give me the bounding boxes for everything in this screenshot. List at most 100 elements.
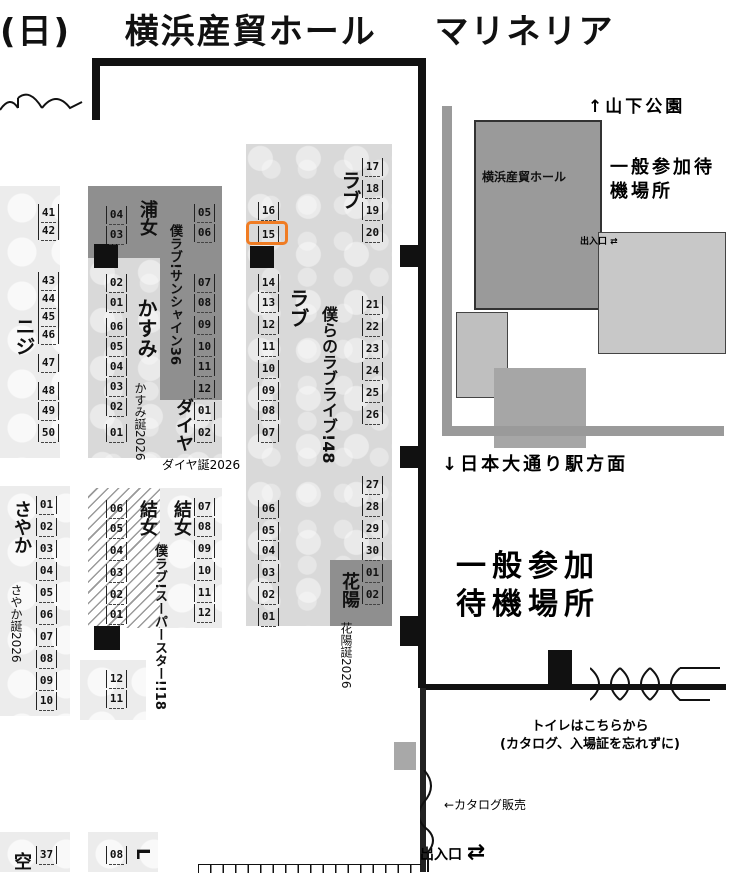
space-number[interactable]: 01: [258, 608, 279, 627]
space-number[interactable]: 11: [106, 690, 127, 709]
space-number[interactable]: 41: [38, 204, 59, 223]
space-number[interactable]: 48: [38, 382, 59, 401]
space-number[interactable]: 03: [36, 540, 57, 559]
space-number[interactable]: 16: [258, 202, 279, 221]
space-number[interactable]: 12: [194, 380, 215, 399]
space-number[interactable]: 11: [194, 358, 215, 377]
space-number[interactable]: 03: [258, 564, 279, 583]
toilet-notice: トイレはこちらから (カタログ、入場証を忘れずに): [470, 718, 710, 754]
block-l: [88, 832, 158, 872]
space-number[interactable]: 47: [38, 354, 59, 373]
space-number[interactable]: 08: [106, 846, 127, 865]
space-number[interactable]: 05: [258, 522, 279, 541]
space-number[interactable]: 18: [362, 180, 383, 199]
space-number[interactable]: 01: [106, 294, 127, 313]
space-number[interactable]: 50: [38, 424, 59, 443]
space-number[interactable]: 37: [36, 846, 57, 865]
space-number[interactable]: 28: [362, 498, 383, 517]
space-number[interactable]: 04: [106, 206, 127, 225]
selected-space-highlight[interactable]: [246, 221, 288, 245]
space-number[interactable]: 44: [38, 290, 59, 309]
space-number[interactable]: 12: [258, 316, 279, 335]
space-number[interactable]: 09: [258, 382, 279, 401]
space-number[interactable]: 25: [362, 384, 383, 403]
space-number[interactable]: 07: [194, 274, 215, 293]
catalog-sales-label: ←カタログ販売: [444, 798, 527, 812]
space-number[interactable]: 04: [36, 562, 57, 581]
bottom-table-row: [198, 864, 421, 873]
space-number[interactable]: 04: [258, 542, 279, 561]
space-number[interactable]: 02: [362, 586, 383, 605]
space-number[interactable]: 06: [106, 500, 127, 519]
space-number[interactable]: 05: [194, 204, 215, 223]
space-number[interactable]: 27: [362, 476, 383, 495]
space-number[interactable]: 10: [194, 338, 215, 357]
space-number[interactable]: 24: [362, 362, 383, 381]
space-number[interactable]: 23: [362, 340, 383, 359]
space-number[interactable]: 03: [106, 378, 127, 397]
space-number[interactable]: 09: [194, 316, 215, 335]
space-number[interactable]: 46: [38, 326, 59, 345]
space-number[interactable]: 21: [362, 296, 383, 315]
space-number[interactable]: 43: [38, 272, 59, 291]
space-number[interactable]: 10: [258, 360, 279, 379]
space-number[interactable]: 04: [106, 358, 127, 377]
space-number[interactable]: 05: [106, 520, 127, 539]
space-number[interactable]: 02: [106, 398, 127, 417]
space-number[interactable]: 08: [194, 294, 215, 313]
space-number[interactable]: 06: [36, 606, 57, 625]
space-number[interactable]: 02: [106, 274, 127, 293]
space-number[interactable]: 29: [362, 520, 383, 539]
space-number[interactable]: 14: [258, 274, 279, 293]
space-number[interactable]: 12: [106, 670, 127, 689]
space-number[interactable]: 01: [106, 606, 127, 625]
circle-name-sunshine: 僕ラブ!サンシャイン36: [167, 224, 182, 366]
space-number[interactable]: 26: [362, 406, 383, 425]
space-number[interactable]: 30: [362, 542, 383, 561]
space-number[interactable]: 06: [106, 318, 127, 337]
pillar: [250, 246, 274, 268]
space-number[interactable]: 05: [36, 584, 57, 603]
space-number[interactable]: 06: [258, 500, 279, 519]
space-number[interactable]: 01: [36, 496, 57, 515]
space-number[interactable]: 02: [258, 586, 279, 605]
space-number[interactable]: 02: [36, 518, 57, 537]
block-love: [246, 144, 392, 626]
space-number[interactable]: 08: [36, 650, 57, 669]
space-number[interactable]: 01: [362, 564, 383, 583]
space-number[interactable]: 08: [194, 518, 215, 537]
circle-name-love48: 僕らのラブライブ!48: [319, 306, 338, 464]
space-number[interactable]: 08: [258, 402, 279, 421]
space-number[interactable]: 05: [106, 338, 127, 357]
space-number[interactable]: 04: [106, 542, 127, 561]
space-number[interactable]: 03: [106, 226, 127, 245]
space-number[interactable]: 12: [194, 604, 215, 623]
space-number[interactable]: 11: [258, 338, 279, 357]
space-number[interactable]: 10: [36, 692, 57, 711]
space-number[interactable]: 01: [106, 424, 127, 443]
space-number[interactable]: 07: [36, 628, 57, 647]
space-number[interactable]: 01: [194, 402, 215, 421]
space-number[interactable]: 02: [194, 424, 215, 443]
block-yui-bottom: [80, 660, 146, 720]
space-number[interactable]: 22: [362, 318, 383, 337]
door-arcs-right: [589, 664, 730, 708]
space-number[interactable]: 02: [106, 586, 127, 605]
space-number[interactable]: 03: [106, 564, 127, 583]
space-number[interactable]: 06: [194, 224, 215, 243]
space-number[interactable]: 07: [258, 424, 279, 443]
space-number[interactable]: 17: [362, 158, 383, 177]
space-number[interactable]: 42: [38, 222, 59, 241]
space-number[interactable]: 09: [194, 540, 215, 559]
space-number[interactable]: 49: [38, 402, 59, 421]
space-number[interactable]: 13: [258, 294, 279, 313]
space-number[interactable]: 11: [194, 584, 215, 603]
hall-wall-topleft: [92, 58, 100, 120]
space-number[interactable]: 09: [36, 672, 57, 691]
space-number[interactable]: 10: [194, 562, 215, 581]
space-number[interactable]: 45: [38, 308, 59, 327]
inset-hall: [474, 120, 602, 310]
space-number[interactable]: 20: [362, 224, 383, 243]
space-number[interactable]: 07: [194, 498, 215, 517]
space-number[interactable]: 19: [362, 202, 383, 221]
